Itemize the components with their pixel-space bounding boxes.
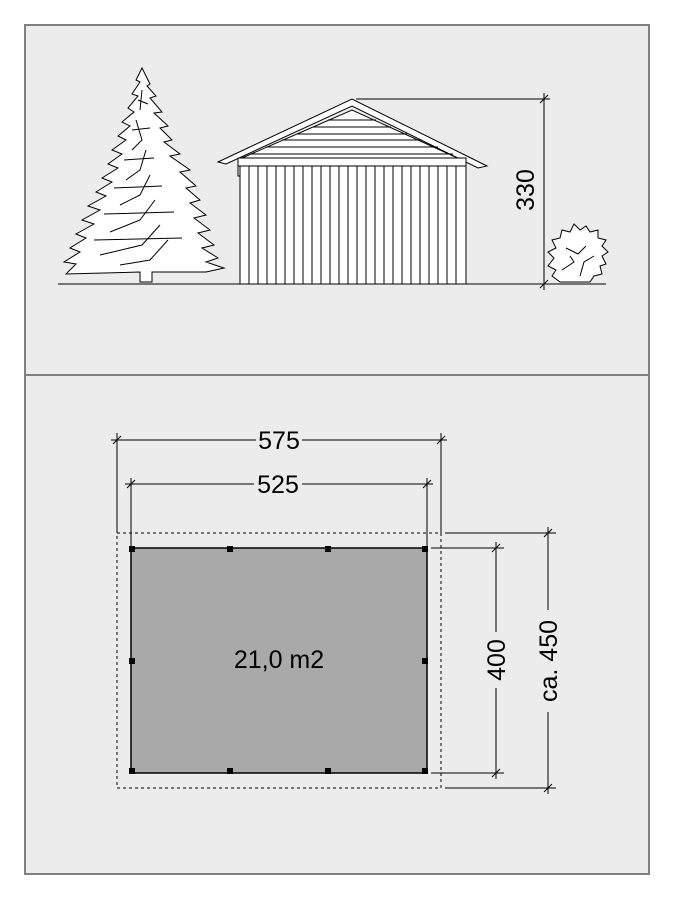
posts xyxy=(129,546,428,774)
inner-width-label: 525 xyxy=(257,471,299,499)
roof-beam xyxy=(237,157,467,167)
post xyxy=(129,768,135,774)
roof-outline xyxy=(116,532,442,789)
post xyxy=(227,768,233,774)
inner-depth-dimension xyxy=(431,542,504,779)
carport-elevation xyxy=(216,98,489,285)
plan-view xyxy=(111,433,556,794)
post xyxy=(129,658,135,664)
floor-area xyxy=(130,547,428,774)
inner-depth-label: 400 xyxy=(483,639,511,681)
outer-width-dimension xyxy=(111,433,447,533)
post xyxy=(422,658,428,664)
area-label: 21,0 m2 xyxy=(234,646,324,674)
outer-depth-label: ca. 450 xyxy=(535,620,563,702)
post xyxy=(422,768,428,774)
post xyxy=(325,768,331,774)
inner-width-dimension xyxy=(125,478,433,546)
outer-width-label: 575 xyxy=(258,427,300,455)
post xyxy=(129,546,135,552)
fir-tree-icon xyxy=(62,66,226,283)
height-label: 330 xyxy=(512,169,540,211)
outer-depth-dimension xyxy=(445,527,556,794)
elevation-view xyxy=(58,66,609,290)
bush-icon xyxy=(547,223,609,283)
wall xyxy=(239,165,467,285)
roof-gable xyxy=(216,98,489,169)
gable-boards xyxy=(251,119,453,155)
post xyxy=(422,546,428,552)
post xyxy=(325,546,331,552)
height-dimension xyxy=(356,93,550,290)
wall-boards xyxy=(248,166,457,284)
post xyxy=(227,546,233,552)
